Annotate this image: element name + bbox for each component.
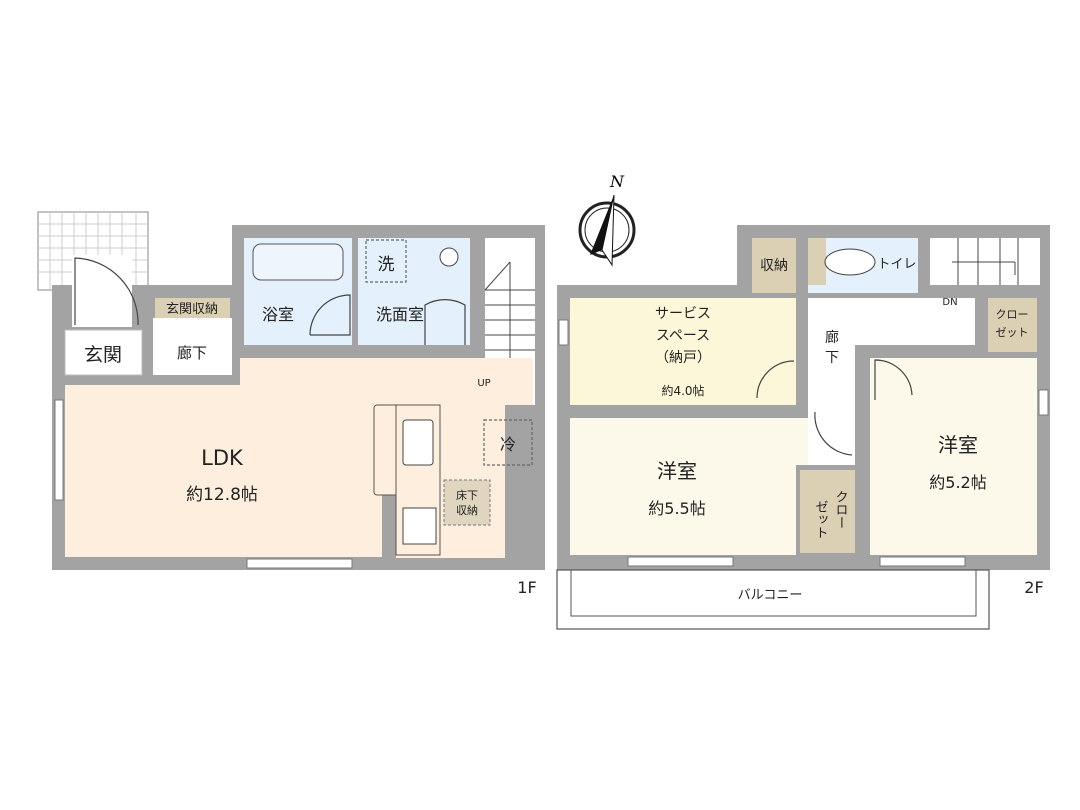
closet-b-label-2: ゼット xyxy=(813,500,829,539)
bathtub-icon xyxy=(252,243,344,281)
floor-2: 収納 トイレ 廊 下 DN サービス スペース （納戸） 約4.0帖 クロー ゼ… xyxy=(556,225,1050,630)
kitchen-counter xyxy=(373,404,400,496)
hallway-label: 廊下 xyxy=(177,344,207,362)
service-label-3: （納戸） xyxy=(655,350,711,366)
fridge-space xyxy=(483,419,533,466)
underfloor-storage xyxy=(443,479,491,526)
western-room-2-label: 洋室 xyxy=(938,433,978,457)
floor-1-label: 1F xyxy=(517,578,536,597)
closet-b-label-1: クロー xyxy=(833,490,848,529)
entrance-storage xyxy=(155,298,230,318)
underfloor-storage-label-1: 床下 xyxy=(456,488,478,502)
hallway-2f-label-1: 廊 xyxy=(825,329,839,346)
ldk-room xyxy=(65,358,533,558)
closet-a xyxy=(988,298,1037,352)
fridge-label: 冷 xyxy=(500,435,516,454)
storage-label: 収納 xyxy=(760,258,788,274)
kitchen-sink-icon xyxy=(402,419,434,466)
stairs-up-label: UP xyxy=(477,378,490,389)
sink-icon xyxy=(439,247,459,267)
window xyxy=(246,558,353,569)
compass-icon: N xyxy=(578,172,636,267)
stove-icon xyxy=(402,507,437,545)
closet-a-label-2: ゼット xyxy=(996,326,1029,339)
washer-space xyxy=(365,239,407,283)
floor-2-label: 2F xyxy=(1024,578,1043,597)
western-room-1-label: 洋室 xyxy=(657,459,697,483)
entrance-storage-label: 玄関収納 xyxy=(166,302,218,317)
service-label-2: スペース xyxy=(656,328,710,344)
service-label-1: サービス xyxy=(655,306,711,322)
washer-label: 洗 xyxy=(378,255,395,275)
entrance-room xyxy=(64,329,143,376)
entrance-label: 玄関 xyxy=(84,344,122,366)
hallway-1f xyxy=(153,318,232,375)
stairs-down-label: DN xyxy=(942,297,957,308)
service-size: 約4.0帖 xyxy=(661,383,704,398)
closet-b xyxy=(800,470,855,553)
underfloor-storage-label-2: 収納 xyxy=(456,504,478,517)
entrance-door xyxy=(74,257,139,326)
toilet-icon xyxy=(824,248,876,276)
storage-2f xyxy=(752,238,796,293)
ldk-label: LDK xyxy=(201,446,244,470)
window xyxy=(54,399,64,501)
western-room-1-size: 約5.5帖 xyxy=(648,499,705,518)
balcony xyxy=(556,569,990,630)
closet-a-label-1: クロー xyxy=(996,308,1029,321)
floor-1: 玄関 廊下 玄関収納 浴室 洗 洗面室 UP LDK 約12.8帖 冷 xyxy=(37,211,545,597)
balcony-label: バルコニー xyxy=(738,588,803,603)
toilet-label: トイレ xyxy=(877,257,916,272)
hallway-2f xyxy=(808,298,855,408)
north-label: N xyxy=(609,172,625,191)
bathroom-label: 浴室 xyxy=(262,305,294,324)
washroom-label: 洗面室 xyxy=(376,305,424,324)
ldk-size: 約12.8帖 xyxy=(186,485,258,505)
hallway-2f-label-2: 下 xyxy=(825,350,839,366)
western-room-2 xyxy=(870,358,1037,555)
western-room-2-size: 約5.2帖 xyxy=(929,473,986,492)
